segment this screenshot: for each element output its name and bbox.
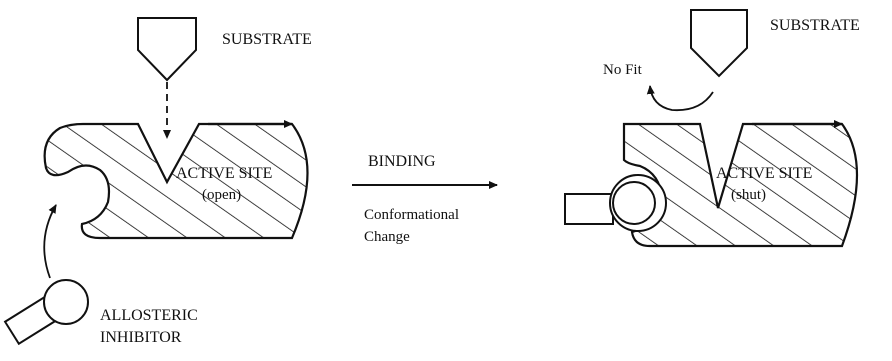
enzyme-left: [43, 120, 309, 240]
inhibitor-bound-head: [612, 181, 656, 225]
substrate-left: [137, 17, 197, 139]
conformational-label: Conformational: [364, 207, 459, 223]
substrate-right-shape: [690, 9, 748, 78]
allosteric-inhibitor-bound: [564, 174, 667, 232]
substrate-left-shape: [137, 17, 197, 82]
enzyme-right: [622, 120, 859, 248]
inhibitor-label: INHIBITOR: [100, 329, 182, 346]
active-site-left-label: ACTIVE SITE: [176, 165, 272, 182]
active-site-left-state: (open): [202, 187, 241, 203]
no-fit-arrow: [646, 85, 714, 112]
substrate-right: [690, 9, 748, 78]
inhibitor-approach-arrow: [43, 204, 57, 279]
enzyme-left-body: [43, 122, 309, 240]
allosteric-label: ALLOSTERIC: [100, 307, 198, 324]
change-label: Change: [364, 229, 410, 245]
substrate-right-label: SUBSTRATE: [770, 17, 860, 34]
no-fit-label: No Fit: [603, 62, 643, 78]
enzyme-right-body: [622, 122, 859, 248]
active-site-right-state: (shut): [731, 187, 766, 203]
inhibitor-bound-handle: [564, 193, 614, 225]
binding-label: BINDING: [368, 153, 436, 170]
inhibitor-left-head: [43, 279, 89, 325]
substrate-left-label: SUBSTRATE: [222, 31, 312, 48]
active-site-right-label: ACTIVE SITE: [716, 165, 812, 182]
allosteric-inhibitor-left: [3, 279, 89, 346]
